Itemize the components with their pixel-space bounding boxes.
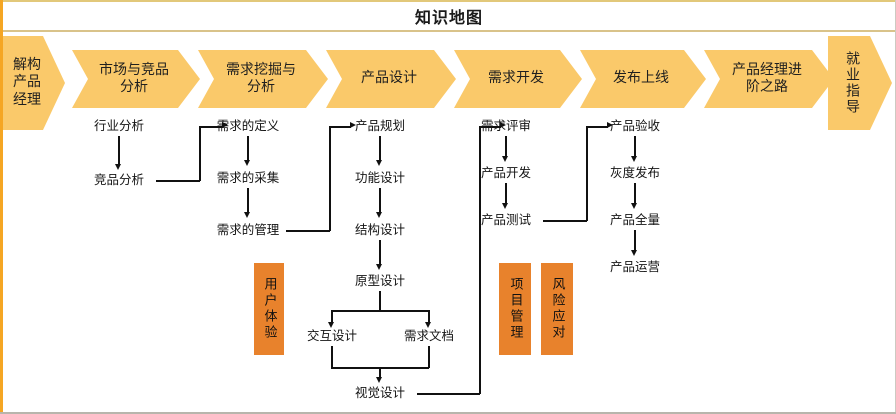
stage-label-line: 阶之路	[746, 79, 788, 95]
stage-arrow-7[interactable]: 产品经理进 阶之路	[704, 50, 834, 108]
arrowhead-down	[328, 322, 334, 328]
connector-v	[379, 188, 381, 214]
arrowhead-right	[500, 122, 506, 128]
node-shijue-sheji[interactable]: 视觉设计	[354, 385, 406, 400]
stage-label-line: 就业指导	[844, 51, 860, 115]
arrowhead-down	[631, 250, 637, 256]
connector-h	[199, 126, 223, 128]
arrowhead-down	[244, 160, 250, 166]
arrowhead-down	[376, 264, 382, 270]
node-xuqiu-wendang[interactable]: 需求文档	[403, 328, 455, 343]
stage-arrow-3[interactable]: 需求挖掘与 分析	[198, 50, 328, 108]
node-jiaohu-sheji[interactable]: 交互设计	[306, 328, 358, 343]
arrowhead-down	[115, 164, 121, 170]
node-xuqiu-caiji[interactable]: 需求的采集	[216, 170, 280, 185]
connector-h	[329, 126, 351, 128]
stage-label-line: 需求挖掘与	[226, 61, 296, 78]
stage-label-line: 产品经理进	[732, 61, 802, 78]
arrowhead-down	[631, 156, 637, 162]
connector-v	[199, 126, 201, 181]
node-jiegou-sheji[interactable]: 结构设计	[354, 222, 406, 237]
arrowhead-down	[376, 160, 382, 166]
stage-label-line: 解构	[13, 56, 41, 73]
arrowhead-down	[376, 212, 382, 218]
node-chanpin-ceshi[interactable]: 产品测试	[480, 212, 532, 227]
connector-v	[329, 126, 331, 231]
callout-yonghu-tiyan[interactable]: 用户体验	[254, 263, 284, 355]
connector-h	[331, 310, 429, 312]
stage-label-line: 分析	[120, 79, 148, 95]
connector-v	[247, 188, 249, 214]
stage-arrow-2[interactable]: 市场与竞品 分析	[72, 50, 200, 108]
connector-v	[379, 367, 381, 379]
connector-h	[156, 180, 200, 182]
connector-v	[247, 136, 249, 162]
connector-v	[428, 346, 430, 368]
node-chanpin-yanshou[interactable]: 产品验收	[609, 118, 661, 133]
arrowhead-down	[502, 203, 508, 209]
node-chanpin-yunying[interactable]: 产品运营	[609, 259, 661, 274]
connector-v	[428, 310, 430, 324]
arrowhead-down	[425, 322, 431, 328]
connector-v	[479, 126, 481, 394]
connector-v	[505, 136, 507, 158]
arrowhead-down	[376, 377, 382, 383]
connector-h	[479, 126, 501, 128]
connector-h	[286, 230, 330, 232]
node-chanpin-guihua[interactable]: 产品规划	[354, 118, 406, 133]
frame-bottom-border	[0, 412, 896, 414]
title-bar: 知识地图	[3, 2, 895, 32]
callout-xiangmu-guanli[interactable]: 项目管理	[499, 263, 531, 355]
connector-v	[331, 346, 333, 368]
node-jingpin-fenxi[interactable]: 竞品分析	[93, 172, 145, 187]
connector-v	[634, 183, 636, 205]
node-xuqiu-pingshen[interactable]: 需求评审	[480, 118, 532, 133]
stage-arrow-6[interactable]: 发布上线	[580, 50, 706, 108]
connector-v	[379, 291, 381, 311]
connector-h	[417, 393, 480, 395]
stage-arrow-8[interactable]: 就业指导	[828, 36, 892, 130]
node-xuqiu-dingyi[interactable]: 需求的定义	[216, 118, 280, 133]
stage-label-line: 需求开发	[488, 70, 544, 87]
stage-arrow-1[interactable]: 解构 产品 经理	[3, 36, 65, 130]
node-chanpin-kaifa[interactable]: 产品开发	[480, 165, 532, 180]
node-huidu-fabu[interactable]: 灰度发布	[609, 165, 661, 180]
connector-h	[586, 126, 608, 128]
stage-label-line: 市场与竞品	[99, 61, 169, 78]
connector-v	[634, 230, 636, 252]
connector-v	[379, 136, 381, 162]
stage-arrow-5[interactable]: 需求开发	[454, 50, 582, 108]
arrowhead-right	[222, 122, 228, 128]
stage-label-line: 产品设计	[361, 70, 417, 87]
stage-label-line: 分析	[247, 79, 275, 95]
arrowhead-right	[607, 122, 613, 128]
stage-label-line: 经理	[13, 91, 41, 108]
frame-top-border	[0, 0, 896, 2]
page-title: 知识地图	[414, 8, 483, 27]
arrowhead-down	[631, 203, 637, 209]
node-xuqiu-guanli[interactable]: 需求的管理	[216, 222, 280, 237]
connector-v	[118, 136, 120, 166]
connector-v	[634, 136, 636, 158]
node-hangye-fenxi[interactable]: 行业分析	[93, 118, 145, 133]
stage-label-line: 产品	[13, 74, 41, 91]
callout-label: 用户体验	[261, 277, 277, 341]
connector-v	[379, 240, 381, 266]
callout-label: 项目管理	[507, 277, 523, 341]
stage-arrow-4[interactable]: 产品设计	[326, 50, 456, 108]
node-yuanxing-sheji[interactable]: 原型设计	[354, 273, 406, 288]
stage-label-line: 发布上线	[613, 70, 669, 87]
arrowhead-down	[502, 156, 508, 162]
arrowhead-down	[244, 212, 250, 218]
callout-label: 风险应对	[549, 277, 565, 341]
connector-h	[543, 220, 587, 222]
connector-v	[586, 126, 588, 221]
node-chanpin-quanliang[interactable]: 产品全量	[609, 212, 661, 227]
connector-v	[505, 183, 507, 205]
arrowhead-right	[350, 122, 356, 128]
node-gongneng-sheji[interactable]: 功能设计	[354, 170, 406, 185]
frame-left-border	[0, 0, 3, 414]
connector-v	[331, 310, 333, 324]
callout-fengxian-yingdui[interactable]: 风险应对	[541, 263, 573, 355]
